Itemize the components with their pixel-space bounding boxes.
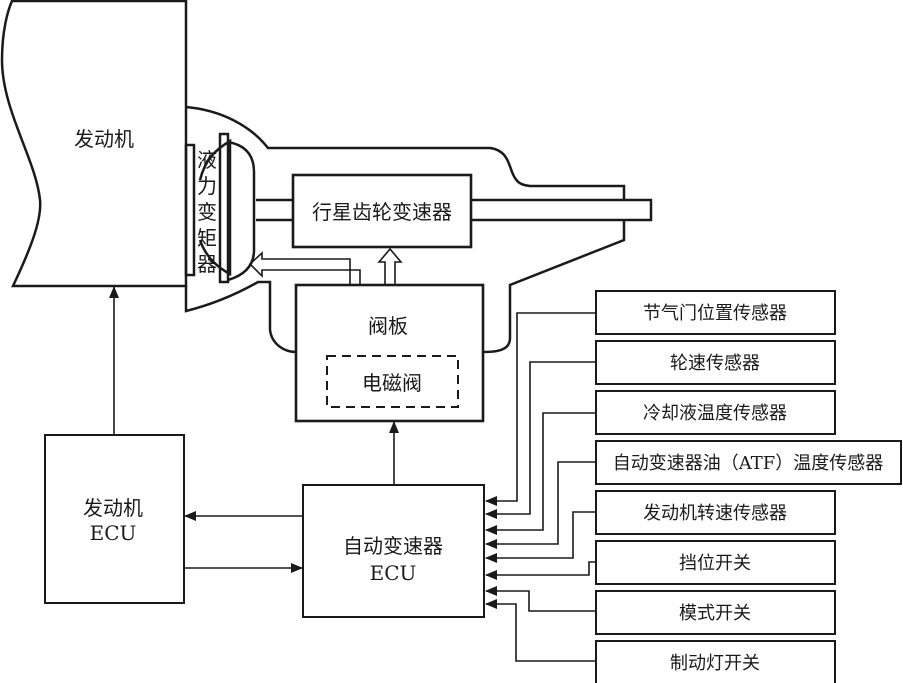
transmission-ecu-line1: 自动变速器	[343, 534, 443, 558]
signal-line-brake-light	[485, 599, 596, 662]
sensor-wheel-speed: 轮速传感器	[595, 340, 836, 385]
torque-converter-char-5: 器	[197, 252, 217, 276]
signal-line-throttle	[485, 312, 596, 506]
sensor-signal-lines	[485, 312, 596, 662]
torque-converter-char-4: 矩	[197, 226, 217, 250]
sensor-label: 发动机转速传感器	[643, 503, 787, 524]
switch-gear-position: 挡位开关	[595, 540, 836, 585]
torque-converter-char-3: 变	[197, 200, 217, 224]
switch-brake-light: 制动灯开关	[595, 640, 836, 683]
engine-ecu: 发动机 ECU	[44, 434, 185, 604]
torque-converter-char-2: 力	[197, 174, 217, 198]
sensor-label: 挡位开关	[679, 553, 751, 574]
solenoid-valve-box	[326, 355, 459, 408]
hydraulic-arrow-to-gearbox	[377, 247, 403, 285]
planetary-gearbox-label: 行星齿轮变速器	[312, 200, 452, 224]
solenoid-valve-label: 电磁阀	[362, 371, 422, 395]
hydraulic-arrow-to-torque-converter	[248, 251, 361, 285]
sensor-label: 制动灯开关	[670, 653, 760, 674]
sensor-label: 轮速传感器	[670, 353, 760, 374]
valve-body: 阀板 电磁阀	[294, 283, 485, 423]
valve-body-label: 阀板	[368, 314, 408, 338]
transmission-ecu-line2: ECU	[370, 561, 417, 585]
sensor-engine-speed: 发动机转速传感器	[595, 490, 836, 535]
sensor-label: 冷却液温度传感器	[643, 403, 787, 424]
sensor-throttle-position: 节气门位置传感器	[595, 290, 836, 335]
signal-line-coolant	[485, 412, 596, 535]
engine-ecu-line1: 发动机	[83, 496, 143, 520]
control-signal-arrows	[109, 286, 399, 573]
switch-mode: 模式开关	[595, 590, 836, 635]
sensor-coolant-temperature: 冷却液温度传感器	[595, 390, 836, 435]
torque-converter-char-1: 液	[197, 148, 217, 172]
engine-label: 发动机	[74, 127, 134, 151]
transmission-housing	[184, 105, 653, 354]
sensor-list: 节气门位置传感器 轮速传感器 冷却液温度传感器 自动变速器油（ATF）温度传感器…	[595, 290, 902, 683]
signal-line-wheel-speed	[485, 361, 596, 519]
sensor-atf-temperature: 自动变速器油（ATF）温度传感器	[595, 440, 902, 485]
sensor-label: 节气门位置传感器	[643, 303, 787, 324]
signal-line-engine-speed	[485, 511, 596, 563]
signal-line-gear-position	[485, 561, 596, 580]
sensor-label: 自动变速器油（ATF）温度传感器	[613, 453, 884, 474]
torque-converter: 液 力 变 矩 器	[184, 132, 256, 284]
signal-line-mode	[485, 586, 596, 612]
sensor-label: 模式开关	[679, 603, 751, 624]
hydraulic-pressure-arrows	[248, 247, 403, 285]
planetary-gearbox: 行星齿轮变速器	[291, 173, 473, 249]
engine-ecu-line2: ECU	[90, 521, 137, 545]
transmission-ecu: 自动变速器 ECU	[302, 484, 485, 618]
engine-block: 发动机	[0, 0, 188, 288]
signal-line-atf	[485, 461, 596, 549]
